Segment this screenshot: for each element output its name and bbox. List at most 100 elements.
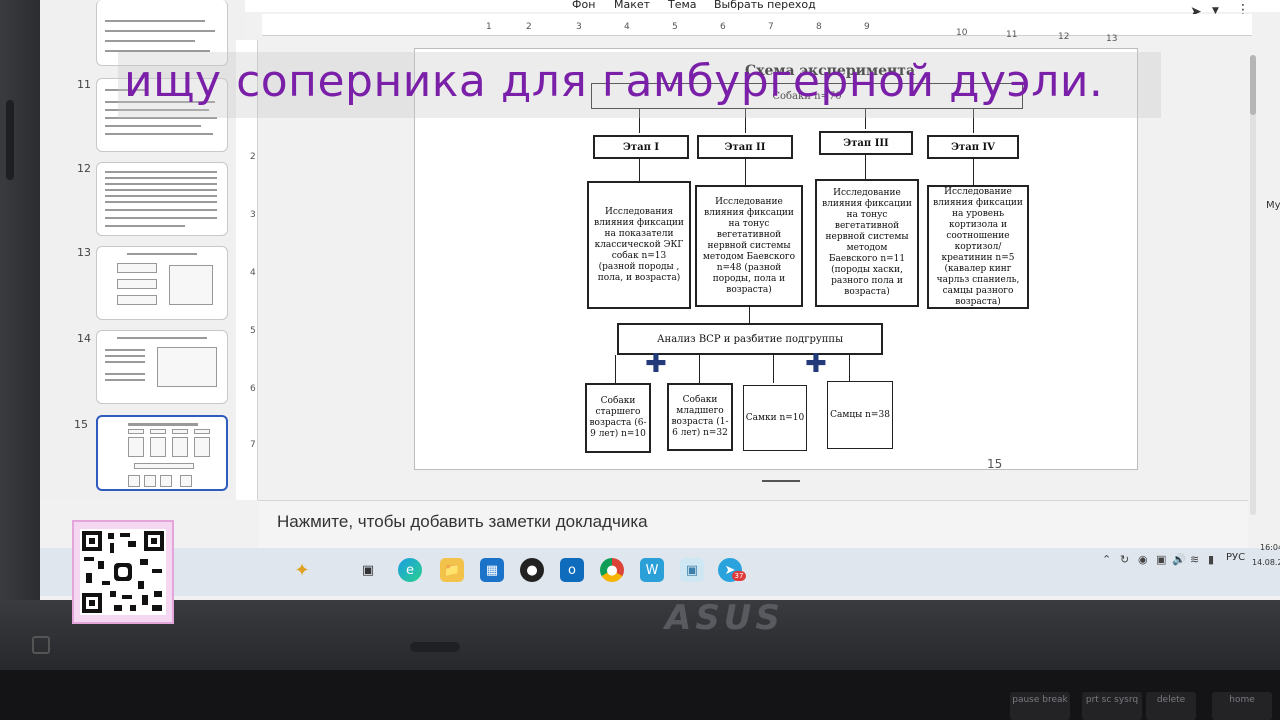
ribbon-strip [40, 0, 1280, 12]
slide-thumbnail-10[interactable] [96, 0, 228, 66]
study-box: Исследование влияния фиксации на тонус в… [695, 185, 803, 307]
ruler-label: 11 [1006, 30, 1018, 40]
ruler-label: 9 [864, 22, 870, 32]
group-box: Собаки старшего возраста (6-9 лет) n=10 [585, 383, 651, 453]
connector [865, 155, 866, 179]
clock-date[interactable]: 14.08.20 [1252, 558, 1280, 567]
slide-number-label: 11 [77, 78, 91, 91]
chrome-icon[interactable]: ● [600, 558, 624, 582]
slide-canvas[interactable]: Схема эксперимента Собаки n=70 Этап I Эт… [414, 48, 1138, 471]
connector [773, 355, 774, 383]
chevron-down-icon[interactable]: ▼ [1212, 6, 1219, 16]
key-prtsc[interactable]: prt sc sysrq [1082, 692, 1142, 720]
ruler-label: 8 [816, 22, 822, 32]
side-panel-label: Му [1266, 200, 1280, 211]
wifi-icon[interactable]: ≋ [1190, 553, 1200, 566]
stage-box: Этап III [819, 131, 913, 155]
stage-box: Этап I [593, 135, 689, 159]
plus-icon: ✚ [805, 349, 827, 379]
ruler-label: 6 [250, 384, 256, 394]
group-box: Самки n=10 [743, 385, 807, 451]
slide-scrollbar-thumb[interactable] [1250, 55, 1256, 115]
connector [749, 307, 750, 323]
connector [639, 159, 640, 181]
slide-thumbnail-12[interactable] [96, 162, 228, 236]
vertical-ruler [236, 40, 258, 500]
root-box: Собаки n=70 [591, 83, 1023, 109]
asus-logo: ASUS [665, 598, 784, 638]
connector [865, 109, 866, 129]
ruler-label: 4 [250, 268, 256, 278]
horizontal-ruler [262, 14, 1252, 36]
divider [762, 480, 800, 482]
slide-title: Схема эксперимента [745, 63, 916, 79]
group-box: Самцы n=38 [827, 381, 893, 449]
slide-number-label: 13 [77, 246, 91, 259]
chevron-up-icon[interactable]: ⌃ [1102, 553, 1112, 566]
ruler-label: 7 [768, 22, 774, 32]
connector [849, 355, 850, 381]
slide-thumbnail-13[interactable] [96, 246, 228, 320]
stage-box: Этап II [697, 135, 793, 159]
slide-thumbnail-14[interactable] [96, 330, 228, 404]
ruler-label: 3 [576, 22, 582, 32]
plus-icon: ✚ [645, 349, 667, 379]
volume-icon[interactable]: 🔊 [1172, 553, 1186, 566]
qr-code [80, 529, 166, 615]
slide-thumbnail-15[interactable] [96, 415, 228, 491]
outlook-icon[interactable]: o [560, 558, 584, 582]
edge-icon[interactable]: e [398, 558, 422, 582]
overlay-caption: ищу соперника для гамбургерной дуэли. [124, 56, 1104, 107]
files-icon[interactable]: ▣ [680, 558, 704, 582]
ruler-label: 5 [672, 22, 678, 32]
ruler-label: 12 [1058, 32, 1070, 42]
group-box: Собаки младшего возраста (1-6 лет) n=32 [667, 383, 733, 451]
wps-icon[interactable]: W [640, 558, 664, 582]
ruler-label: 13 [1106, 34, 1118, 44]
display-icon[interactable]: ▣ [1156, 553, 1167, 566]
connector [745, 109, 746, 133]
study-box: Исследование влияния фиксации на уровень… [927, 185, 1029, 309]
connector [699, 355, 700, 383]
store-icon[interactable]: ▦ [480, 558, 504, 582]
task-view-icon[interactable]: ▣ [361, 562, 375, 578]
ruler-label: 7 [250, 440, 256, 450]
study-box: Исследования влияния фиксации на показат… [587, 181, 691, 309]
analysis-box: Анализ ВСР и разбитие подгруппы [617, 323, 883, 355]
connector [745, 159, 746, 185]
copilot-icon[interactable]: ✦ [294, 559, 310, 581]
menu-transition[interactable]: Выбрать переход [714, 0, 816, 11]
stage-box: Этап IV [927, 135, 1019, 159]
slide-scrollbar-track[interactable] [1250, 55, 1256, 515]
slide-thumbnail-11[interactable] [96, 78, 228, 152]
media-icon[interactable]: ● [520, 558, 544, 582]
language-indicator[interactable]: РУС [1226, 552, 1246, 563]
battery-icon[interactable]: ▮ [1208, 553, 1215, 566]
study-box: Исследование влияния фиксации на тонус в… [815, 179, 919, 307]
ruler-label: 5 [250, 326, 256, 336]
key-delete[interactable]: delete [1146, 692, 1196, 720]
slide-page-number: 15 [987, 457, 1003, 471]
speaker-notes-area[interactable] [258, 500, 1248, 548]
connector [615, 355, 616, 383]
bezel-button [32, 636, 50, 654]
bezel-slot [410, 642, 460, 652]
ruler-label: 10 [956, 28, 968, 38]
cursor-icon[interactable]: ➤ [1190, 4, 1202, 20]
clock-time[interactable]: 16:04 [1260, 543, 1280, 552]
bezel-bottom [0, 600, 1280, 670]
menu-layout[interactable]: Макет [614, 0, 651, 11]
menu-background[interactable]: Фон [572, 0, 596, 11]
speaker-notes-placeholder[interactable]: Нажмите, чтобы добавить заметки докладчи… [277, 512, 648, 531]
menu-theme[interactable]: Тема [668, 0, 697, 11]
key-home[interactable]: home [1212, 692, 1272, 720]
connector [973, 109, 974, 133]
file-explorer-icon[interactable]: 📁 [440, 558, 464, 582]
key-pause[interactable]: pause break [1010, 692, 1070, 720]
connector [639, 109, 640, 133]
network-icon[interactable]: ◉ [1138, 553, 1148, 566]
sync-icon[interactable]: ↻ [1120, 553, 1130, 566]
connector [973, 159, 974, 185]
slide-number-label: 15 [74, 418, 88, 431]
bezel-edge [6, 100, 14, 180]
